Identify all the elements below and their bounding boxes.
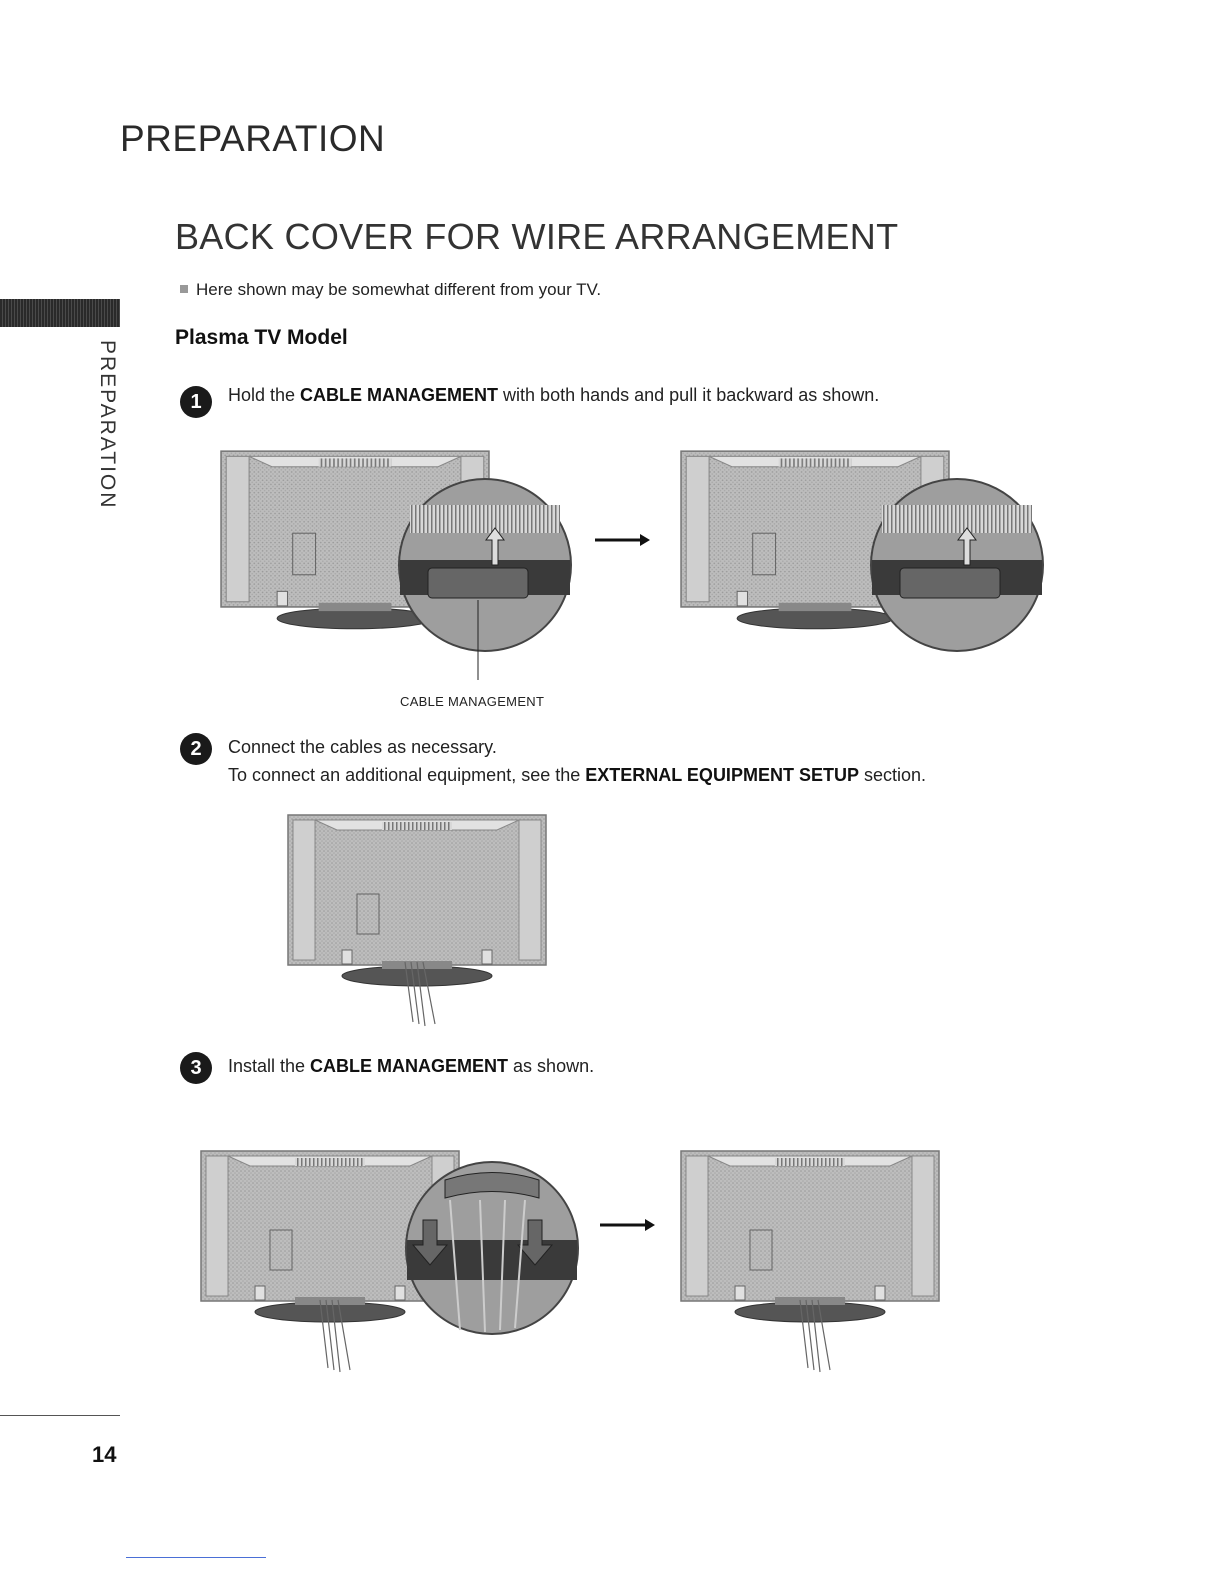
step-1-pre: Hold the [228, 385, 301, 405]
note-text: Here shown may be somewhat different fro… [196, 280, 602, 299]
step-3-pre: Install the [228, 1056, 311, 1076]
step-1-bold: CABLE MANAGEMENT [300, 385, 499, 405]
section-title: PREPARATION [120, 118, 386, 159]
step-3-text: Install the CABLE MANAGEMENT as shown. [228, 1052, 594, 1080]
step-number-3: 3 [180, 1052, 212, 1084]
bullet-icon [180, 284, 188, 293]
bottom-underline [126, 1557, 266, 1558]
page-number: 14 [92, 1442, 117, 1467]
step-number-2: 2 [180, 733, 212, 765]
step-3-illustration [200, 1150, 940, 1373]
page-title: BACK COVER FOR WIRE ARRANGEMENT [175, 216, 899, 257]
step-2-line1: Connect the cables as necessary. [228, 737, 497, 757]
callout-cable-management: CABLE MANAGEMENT [400, 694, 545, 709]
step-2-bold: EXTERNAL EQUIPMENT SETUP [585, 765, 859, 785]
step-3-bold: CABLE MANAGEMENT [310, 1056, 509, 1076]
step-3-post: as shown. [508, 1056, 595, 1076]
side-tab [0, 299, 120, 327]
step-2-illustration [287, 814, 547, 1027]
note: Here shown may be somewhat different fro… [180, 280, 601, 300]
step-1-text: Hold the CABLE MANAGEMENT with both hand… [228, 381, 879, 409]
step-1-illustration [220, 450, 1044, 680]
step-2-pre: To connect an additional equipment, see … [228, 765, 586, 785]
side-tab-label: PREPARATION [96, 340, 119, 510]
step-1-post: with both hands and pull it backward as … [498, 385, 880, 405]
subheading: Plasma TV Model [175, 326, 348, 349]
footer-rule [0, 1415, 120, 1416]
step-number-1: 1 [180, 386, 212, 418]
step-2-line2: To connect an additional equipment, see … [228, 761, 926, 789]
step-2-post: section. [858, 765, 926, 785]
